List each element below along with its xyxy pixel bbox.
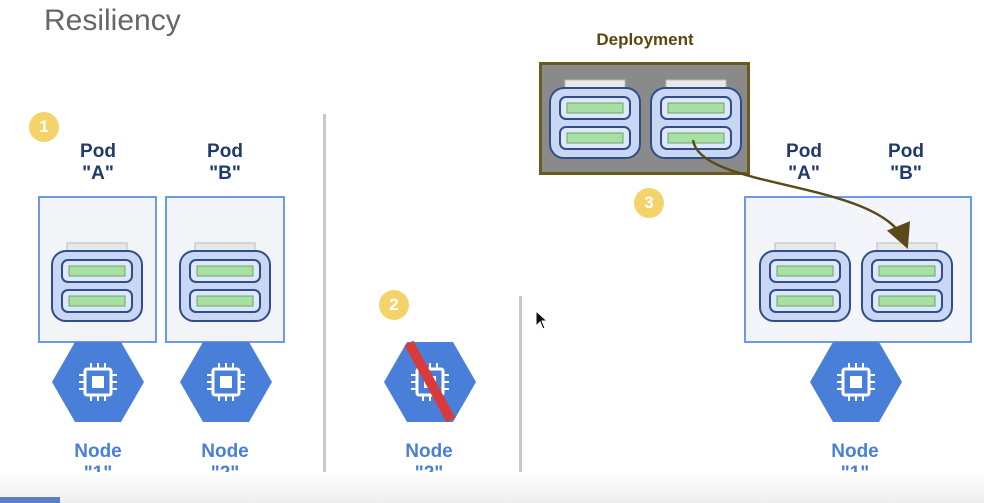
deployment-pod-template-1 [549, 79, 641, 159]
pod-label-a-panel3: Pod"A" [786, 141, 822, 184]
node-hexagon-1-panel3 [808, 340, 904, 424]
divider-left [323, 114, 326, 503]
node-hexagon-2 [178, 340, 274, 424]
pod-icon-b [179, 242, 271, 322]
pod-label-a: Pod"A" [80, 141, 116, 184]
step-badge-2: 2 [379, 290, 409, 320]
pod-label-b: Pod"B" [207, 141, 243, 184]
deployment-label: Deployment [596, 30, 694, 49]
bottom-shade [0, 472, 984, 503]
mouse-cursor [535, 309, 549, 330]
divider-right [519, 296, 522, 503]
pod-icon-a [51, 242, 143, 322]
pod-icon-a-panel3 [759, 242, 851, 322]
bottom-accent-stripe [0, 497, 60, 503]
pod-label-b-panel3: Pod"B" [888, 141, 924, 184]
pod-icon-b-panel3 [861, 242, 953, 322]
step-badge-1: 1 [29, 112, 59, 142]
reschedule-arrow [691, 139, 910, 249]
page-title: Resiliency [44, 4, 181, 37]
step-badge-3: 3 [634, 188, 664, 218]
failure-strike [404, 340, 456, 423]
node-hexagon-1 [50, 340, 146, 424]
